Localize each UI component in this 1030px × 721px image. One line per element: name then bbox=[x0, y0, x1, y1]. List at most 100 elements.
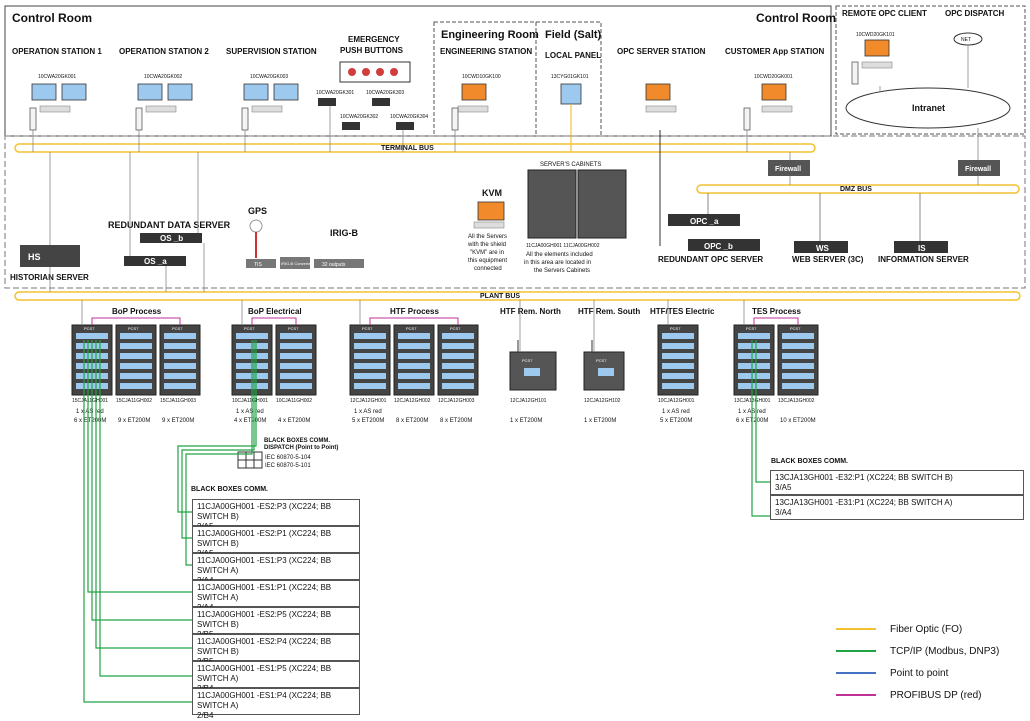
cabinet-spec: 4 x ET200M bbox=[234, 418, 266, 424]
control-room-left-label: Control Room bbox=[12, 11, 92, 25]
cabinet-tag: 12CJA12GH102 bbox=[584, 398, 621, 404]
information-server-label: INFORMATION SERVER bbox=[878, 255, 969, 264]
black-box-row: 11CJA00GH001 -ES2:P1 (XC224; BB SWITCH B… bbox=[192, 526, 360, 558]
cabinets-note: All the elements included bbox=[526, 252, 593, 258]
printer-tag: 10CWA20GK303 bbox=[366, 90, 404, 96]
io-rack bbox=[782, 383, 814, 389]
io-rack bbox=[280, 363, 312, 369]
opc-b-server bbox=[688, 239, 760, 251]
io-rack bbox=[236, 333, 268, 339]
opc-dispatch-label: OPC DISPATCH bbox=[945, 9, 1004, 18]
intranet-cloud bbox=[845, 87, 1011, 129]
ws-server bbox=[794, 241, 848, 253]
cabinet-spec: 5 x ET200M bbox=[352, 418, 384, 424]
black-box-slot: 3/A5 bbox=[775, 483, 792, 492]
cabinet-tag: 12CJA12GH003 bbox=[438, 398, 475, 404]
black-box-row: 13CJA13GH001 -E32:P1 (XC224; BB SWITCH B… bbox=[770, 470, 1024, 495]
io-rack bbox=[738, 353, 770, 359]
station-label: CUSTOMER App STATION bbox=[725, 47, 824, 56]
pcs7-label: PCS7 bbox=[746, 326, 757, 331]
process-group-title: HTF Rem. North bbox=[500, 307, 561, 316]
control-room-frame bbox=[4, 5, 832, 137]
io-rack bbox=[280, 383, 312, 389]
terminal-bus-label: TERMINAL BUS bbox=[381, 145, 434, 152]
io-rack bbox=[164, 343, 196, 349]
engineering-room-label: Engineering Room bbox=[441, 29, 539, 41]
opc-a-server bbox=[668, 214, 740, 226]
black-box-row: 11CJA00GH001 -ES1:P3 (XC224; BB SWITCH A… bbox=[192, 553, 360, 585]
historian-server-label: HISTORIAN SERVER bbox=[10, 273, 89, 282]
legend-label: Fiber Optic (FO) bbox=[890, 624, 963, 635]
net-label: NET bbox=[961, 37, 971, 43]
io-rack bbox=[782, 333, 814, 339]
cabinet-tag: 10CJA11GH001 bbox=[232, 398, 268, 404]
io-rack bbox=[280, 333, 312, 339]
cabinet-spec: 8 x ET200M bbox=[440, 418, 472, 424]
io-rack bbox=[662, 353, 694, 359]
dmz-bus-label: DMZ BUS bbox=[840, 186, 872, 193]
irig-label: IRIG-B bbox=[330, 228, 358, 238]
black-box-line: 11CJA00GH001 -ES1:P5 (XC224; BB SWITCH A… bbox=[197, 664, 332, 683]
io-rack bbox=[738, 363, 770, 369]
cabinet-tag: 10CJA11GH002 bbox=[276, 398, 312, 404]
io-module bbox=[598, 368, 614, 376]
opc-b-label: OPC _b bbox=[704, 242, 733, 251]
io-rack bbox=[782, 363, 814, 369]
terminal-bus bbox=[14, 143, 816, 153]
cabinet-spec: 1 x AS red bbox=[354, 409, 382, 415]
converter-box bbox=[280, 257, 310, 269]
cabinets-note: the Servers Cabinets bbox=[534, 268, 590, 274]
cabinet-tags: 11CJA00GH001 11CJA00GH002 bbox=[526, 243, 600, 249]
station-label: OPERATION STATION 2 bbox=[119, 47, 209, 56]
station-links bbox=[32, 45, 979, 185]
pcs7-label: PCS7 bbox=[172, 326, 183, 331]
server-cabinets-title: SERVER'S CABINETS bbox=[540, 162, 601, 168]
io-rack bbox=[120, 353, 152, 359]
is-label: IS bbox=[918, 244, 926, 253]
io-rack bbox=[442, 363, 474, 369]
io-rack bbox=[164, 333, 196, 339]
station-label: OPERATION STATION 1 bbox=[12, 47, 102, 56]
io-rack bbox=[354, 343, 386, 349]
hs-label: HS bbox=[28, 252, 41, 262]
station-tag: 10CWA20GK001 bbox=[38, 74, 76, 80]
cabinet-spec: 9 x ET200M bbox=[162, 418, 194, 424]
cabinet-spec: 9 x ET200M bbox=[118, 418, 150, 424]
io-rack bbox=[120, 363, 152, 369]
io-rack bbox=[738, 373, 770, 379]
emergency-title: PUSH BUTTONS bbox=[340, 46, 404, 55]
black-box-line: 11CJA00GH001 -ES2:P4 (XC224; BB SWITCH B… bbox=[197, 637, 332, 656]
io-rack bbox=[120, 383, 152, 389]
io-rack bbox=[120, 373, 152, 379]
profibus-link bbox=[369, 317, 459, 325]
io-rack bbox=[662, 333, 694, 339]
dmz-bus bbox=[696, 184, 1020, 194]
io-rack bbox=[738, 383, 770, 389]
cabinet-tag: 13CJA13GH002 bbox=[778, 398, 815, 404]
redundant-opc-label: REDUNDANT OPC SERVER bbox=[658, 255, 763, 264]
legend-label: Point to point bbox=[890, 668, 949, 679]
io-rack bbox=[354, 333, 386, 339]
station-label: LOCAL PANEL bbox=[545, 51, 601, 60]
cabinet-spec: 1 x ET200M bbox=[584, 418, 616, 424]
io-rack bbox=[442, 333, 474, 339]
plant-bus-label: PLANT BUS bbox=[480, 293, 520, 300]
server-area-frame bbox=[4, 135, 1026, 289]
black-box-row: 11CJA00GH001 -ES2:P4 (XC224; BB SWITCH B… bbox=[192, 634, 360, 666]
opc-a-label: OPC _a bbox=[690, 217, 719, 226]
historian-server-icon bbox=[20, 245, 80, 267]
io-rack bbox=[398, 333, 430, 339]
process-groups: BoP ProcessPCS715CJA11GH001PCS715CJA11GH… bbox=[71, 300, 819, 424]
dispatch-title: BLACK BOXES COMM. bbox=[264, 438, 330, 444]
os-a-label: OS _a bbox=[144, 257, 167, 266]
firewall-icon bbox=[768, 160, 810, 176]
keyboards bbox=[39, 61, 893, 229]
io-rack bbox=[662, 343, 694, 349]
io-rack bbox=[398, 343, 430, 349]
process-group-title: HTF/TES Electric bbox=[650, 307, 715, 316]
pcs7-label: PCS7 bbox=[790, 326, 801, 331]
os-a-server bbox=[124, 256, 186, 266]
cabinet-tag: 12CJA12GH101 bbox=[510, 398, 547, 404]
web-server-label: WEB SERVER (3C) bbox=[792, 255, 864, 264]
legend: Fiber Optic (FO)TCP/IP (Modbus, DNP3)Poi… bbox=[836, 620, 1026, 716]
